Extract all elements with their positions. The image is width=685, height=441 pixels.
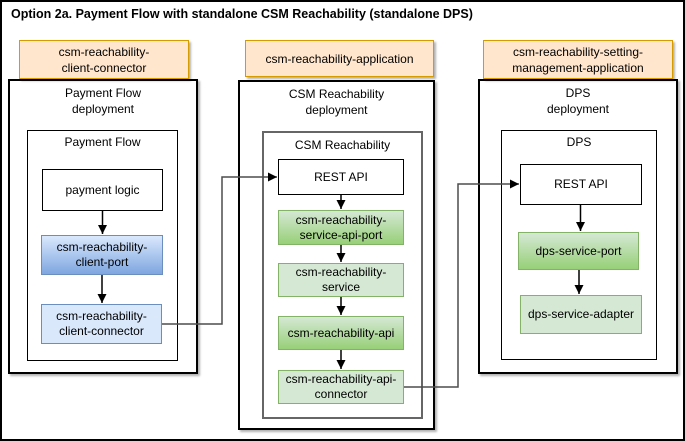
node-csm-reachability-service: csm-reachability- service <box>278 263 404 297</box>
node-rest-api-csm: REST API <box>278 159 404 195</box>
node-csm-reachability-api: csm-reachability-api <box>278 316 404 350</box>
header-csm-reachability-setting-management-application: csm-reachability-setting- management-app… <box>483 40 673 79</box>
node-csm-reachability-client-port: csm-reachability- client-port <box>41 235 163 275</box>
node-csm-reachability-client-connector: csm-reachability- client-connector <box>41 304 162 344</box>
container-label-csm-reachability: CSM Reachability <box>294 138 391 152</box>
deployment-label-dps: DPS deployment <box>546 86 610 116</box>
diagram-title: Option 2a. Payment Flow with standalone … <box>11 7 473 21</box>
header-csm-reachability-application: csm-reachability-application <box>245 40 434 77</box>
deployment-label-csm-reachability: CSM Reachability deployment <box>288 87 385 117</box>
deployment-label-payment-flow: Payment Flow deployment <box>64 86 142 116</box>
node-rest-api-dps: REST API <box>520 164 642 205</box>
node-dps-service-adapter: dps-service-adapter <box>520 295 642 334</box>
node-dps-service-port: dps-service-port <box>518 232 639 270</box>
node-csm-reachability-api-connector: csm-reachability-api- connector <box>278 370 404 404</box>
container-label-dps: DPS <box>566 135 592 149</box>
node-csm-reachability-service-api-port: csm-reachability- service-api-port <box>278 210 404 245</box>
header-csm-reachability-client-connector: csm-reachability- client-connector <box>19 40 189 79</box>
container-label-payment-flow: Payment Flow <box>64 135 141 149</box>
node-payment-logic: payment logic <box>42 169 163 211</box>
